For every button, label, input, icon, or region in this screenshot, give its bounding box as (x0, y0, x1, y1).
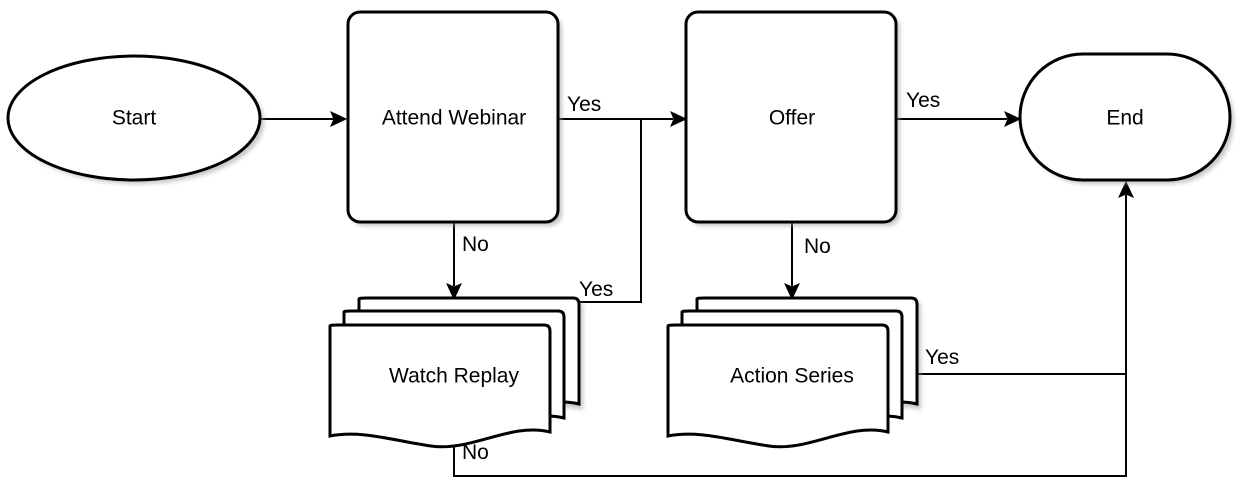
watch-replay-node: Watch Replay (328, 296, 583, 449)
end-label: End (1106, 107, 1143, 130)
end-node: End (1018, 52, 1234, 184)
arrowhead-end-in (1004, 110, 1022, 128)
action-series-label: Action Series (730, 365, 854, 388)
edge-replay-to-end (453, 195, 1127, 477)
edge-label-offer-no: No (804, 235, 831, 258)
edge-label-series-yes: Yes (925, 346, 959, 369)
arrowhead-end-bottom-in (1117, 180, 1135, 198)
connectors (261, 110, 1135, 477)
start-label: Start (112, 107, 157, 130)
arrowhead-webinar-in (330, 110, 348, 128)
edge-label-replay-no: No (462, 441, 489, 464)
edge-label-offer-yes: Yes (906, 89, 940, 112)
offer-label: Offer (769, 107, 815, 130)
edge-label-webinar-no: No (462, 233, 489, 256)
start-node: Start (6, 54, 264, 184)
arrowhead-series-in (783, 283, 801, 301)
edge-replay-to-offer (570, 119, 642, 303)
attend-webinar-label: Attend Webinar (382, 107, 526, 130)
edge-label-replay-yes: Yes (579, 278, 613, 301)
edge-label-webinar-yes: Yes (567, 93, 601, 116)
watch-replay-label: Watch Replay (389, 365, 519, 388)
offer-node: Offer (684, 10, 900, 226)
arrowhead-offer-in (670, 110, 688, 128)
edge-labels: Yes No Yes No Yes No Yes (462, 89, 959, 464)
attend-webinar-node: Attend Webinar (346, 10, 562, 226)
arrowhead-replay-in (445, 283, 463, 301)
action-series-node: Action Series (666, 296, 921, 449)
